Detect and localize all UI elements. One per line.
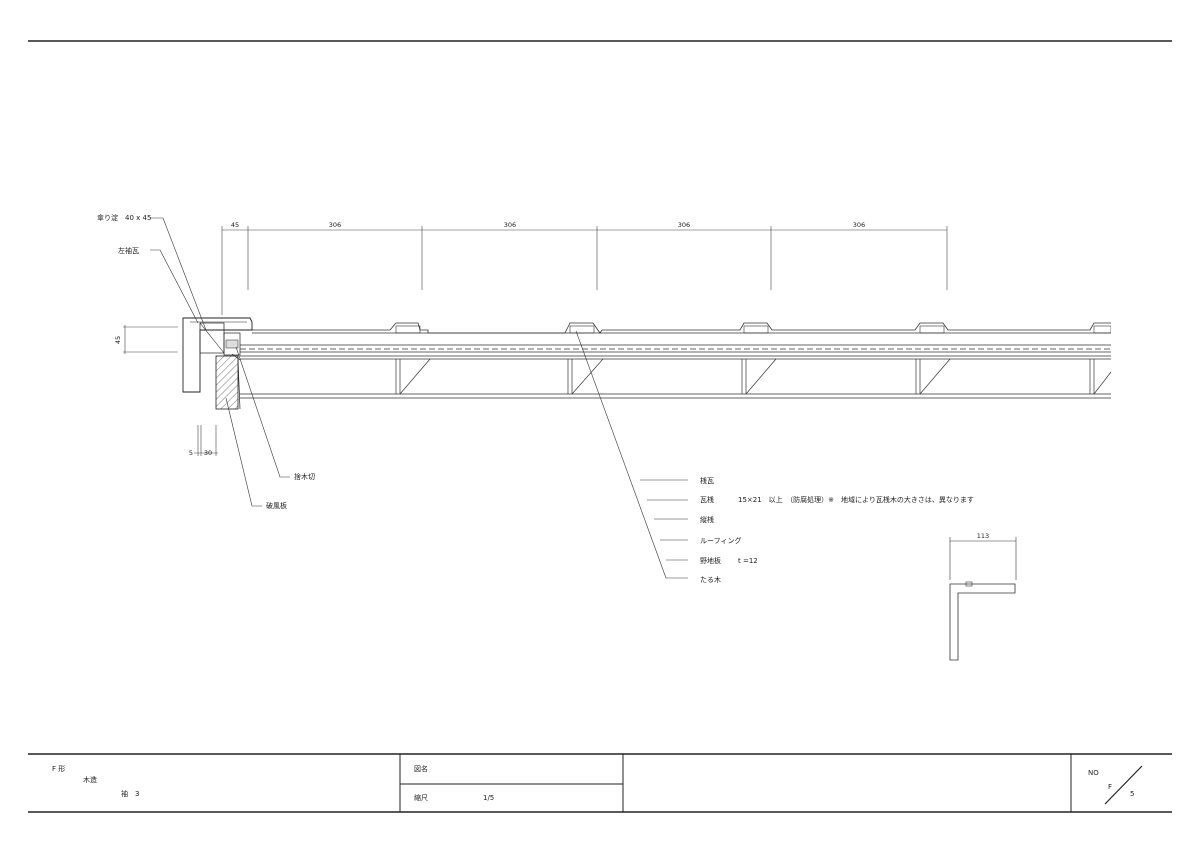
sleeve-tile [182, 317, 253, 393]
scale-value: 1/5 [483, 794, 494, 802]
barge-board [215, 355, 239, 410]
layer-name: ルーフィング [700, 536, 741, 545]
bottom-small-dimensions [194, 425, 218, 456]
layer-name: 瓦桟 [700, 495, 714, 504]
layer-name: 縦桟 [700, 515, 714, 524]
dim-top-306-1: 306 [329, 221, 341, 229]
callout-hidari-sode: 左袖瓦 [118, 246, 139, 255]
dim-top-306-2: 306 [504, 221, 516, 229]
material-layer-list: 桟瓦 瓦桟 15×21 以上 （防腐処理）※ 地域により瓦桟木の大きさは、異なり… [700, 476, 974, 584]
title-shape: F 形 [52, 765, 65, 773]
roof-section [240, 322, 1111, 399]
drawing-name-label: 図名 [414, 764, 428, 773]
scale-label: 縮尺 [414, 793, 428, 802]
dim-top-306-4: 306 [853, 221, 865, 229]
dim-detail-113: 113 [977, 532, 989, 540]
title-block [28, 753, 1172, 813]
verge-detail [182, 317, 253, 410]
callout-bottom-a: 捨木切 [294, 472, 315, 481]
left-height-dimension [123, 325, 178, 354]
callout-kasa-ita: 傘り淀 40 x 45 [97, 213, 151, 222]
tile-battens [395, 325, 1111, 334]
layer-name: たる木 [700, 575, 721, 584]
profile-detail [949, 537, 1017, 661]
dim-bottom-5: 5 [189, 449, 193, 457]
dim-top-306-3: 306 [678, 221, 690, 229]
no-series: F [1108, 783, 1112, 791]
leader-lines [150, 217, 688, 579]
tile-profile [252, 322, 1111, 334]
title-construction: 木造 [83, 775, 97, 784]
layer-note: 15×21 以上 （防腐処理）※ 地域により瓦桟木の大きさは、異なります [738, 495, 974, 504]
dim-bottom-30: 30 [204, 449, 212, 457]
dim-left-45: 45 [114, 336, 122, 344]
layer-name: 桟瓦 [700, 476, 714, 485]
layer-name: 野地板 [700, 556, 721, 565]
dim-top-45: 45 [231, 221, 239, 229]
title-type: 袖 3 [121, 789, 139, 798]
rafters [395, 358, 1111, 395]
no-label: NO [1088, 769, 1099, 777]
callout-bottom-b: 破風板 [266, 501, 287, 510]
top-dimension-chain [221, 226, 948, 315]
no-number: 5 [1130, 790, 1134, 798]
layer-note: t =12 [738, 557, 758, 565]
